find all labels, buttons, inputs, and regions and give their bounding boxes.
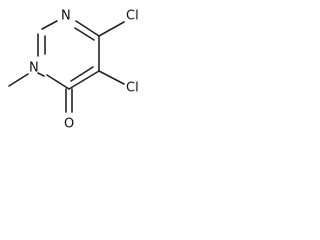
atom-label-o4: O xyxy=(64,117,74,132)
bond-c5-c6-double-inner xyxy=(70,66,94,82)
bond-n1-c1 xyxy=(37,72,45,77)
bond-n3-c4-double xyxy=(75,20,100,37)
atom-label-cl5: Cl xyxy=(126,81,139,96)
bond-n3-c4-double-inner xyxy=(74,27,95,41)
atom-label-n1: N xyxy=(29,61,39,76)
bond-c4-cl6 xyxy=(98,21,125,37)
bond-c6-c1 xyxy=(46,74,70,90)
bond-c5-cl5 xyxy=(98,70,125,85)
structure-diagram: N N Cl Cl O xyxy=(8,9,139,132)
bond-c5-c6-double xyxy=(68,70,100,90)
bond-n1-methyl xyxy=(8,73,29,87)
atom-label-n3: N xyxy=(61,9,71,24)
bond-n3-c2 xyxy=(41,20,58,30)
atom-label-cl6: Cl xyxy=(126,9,139,24)
